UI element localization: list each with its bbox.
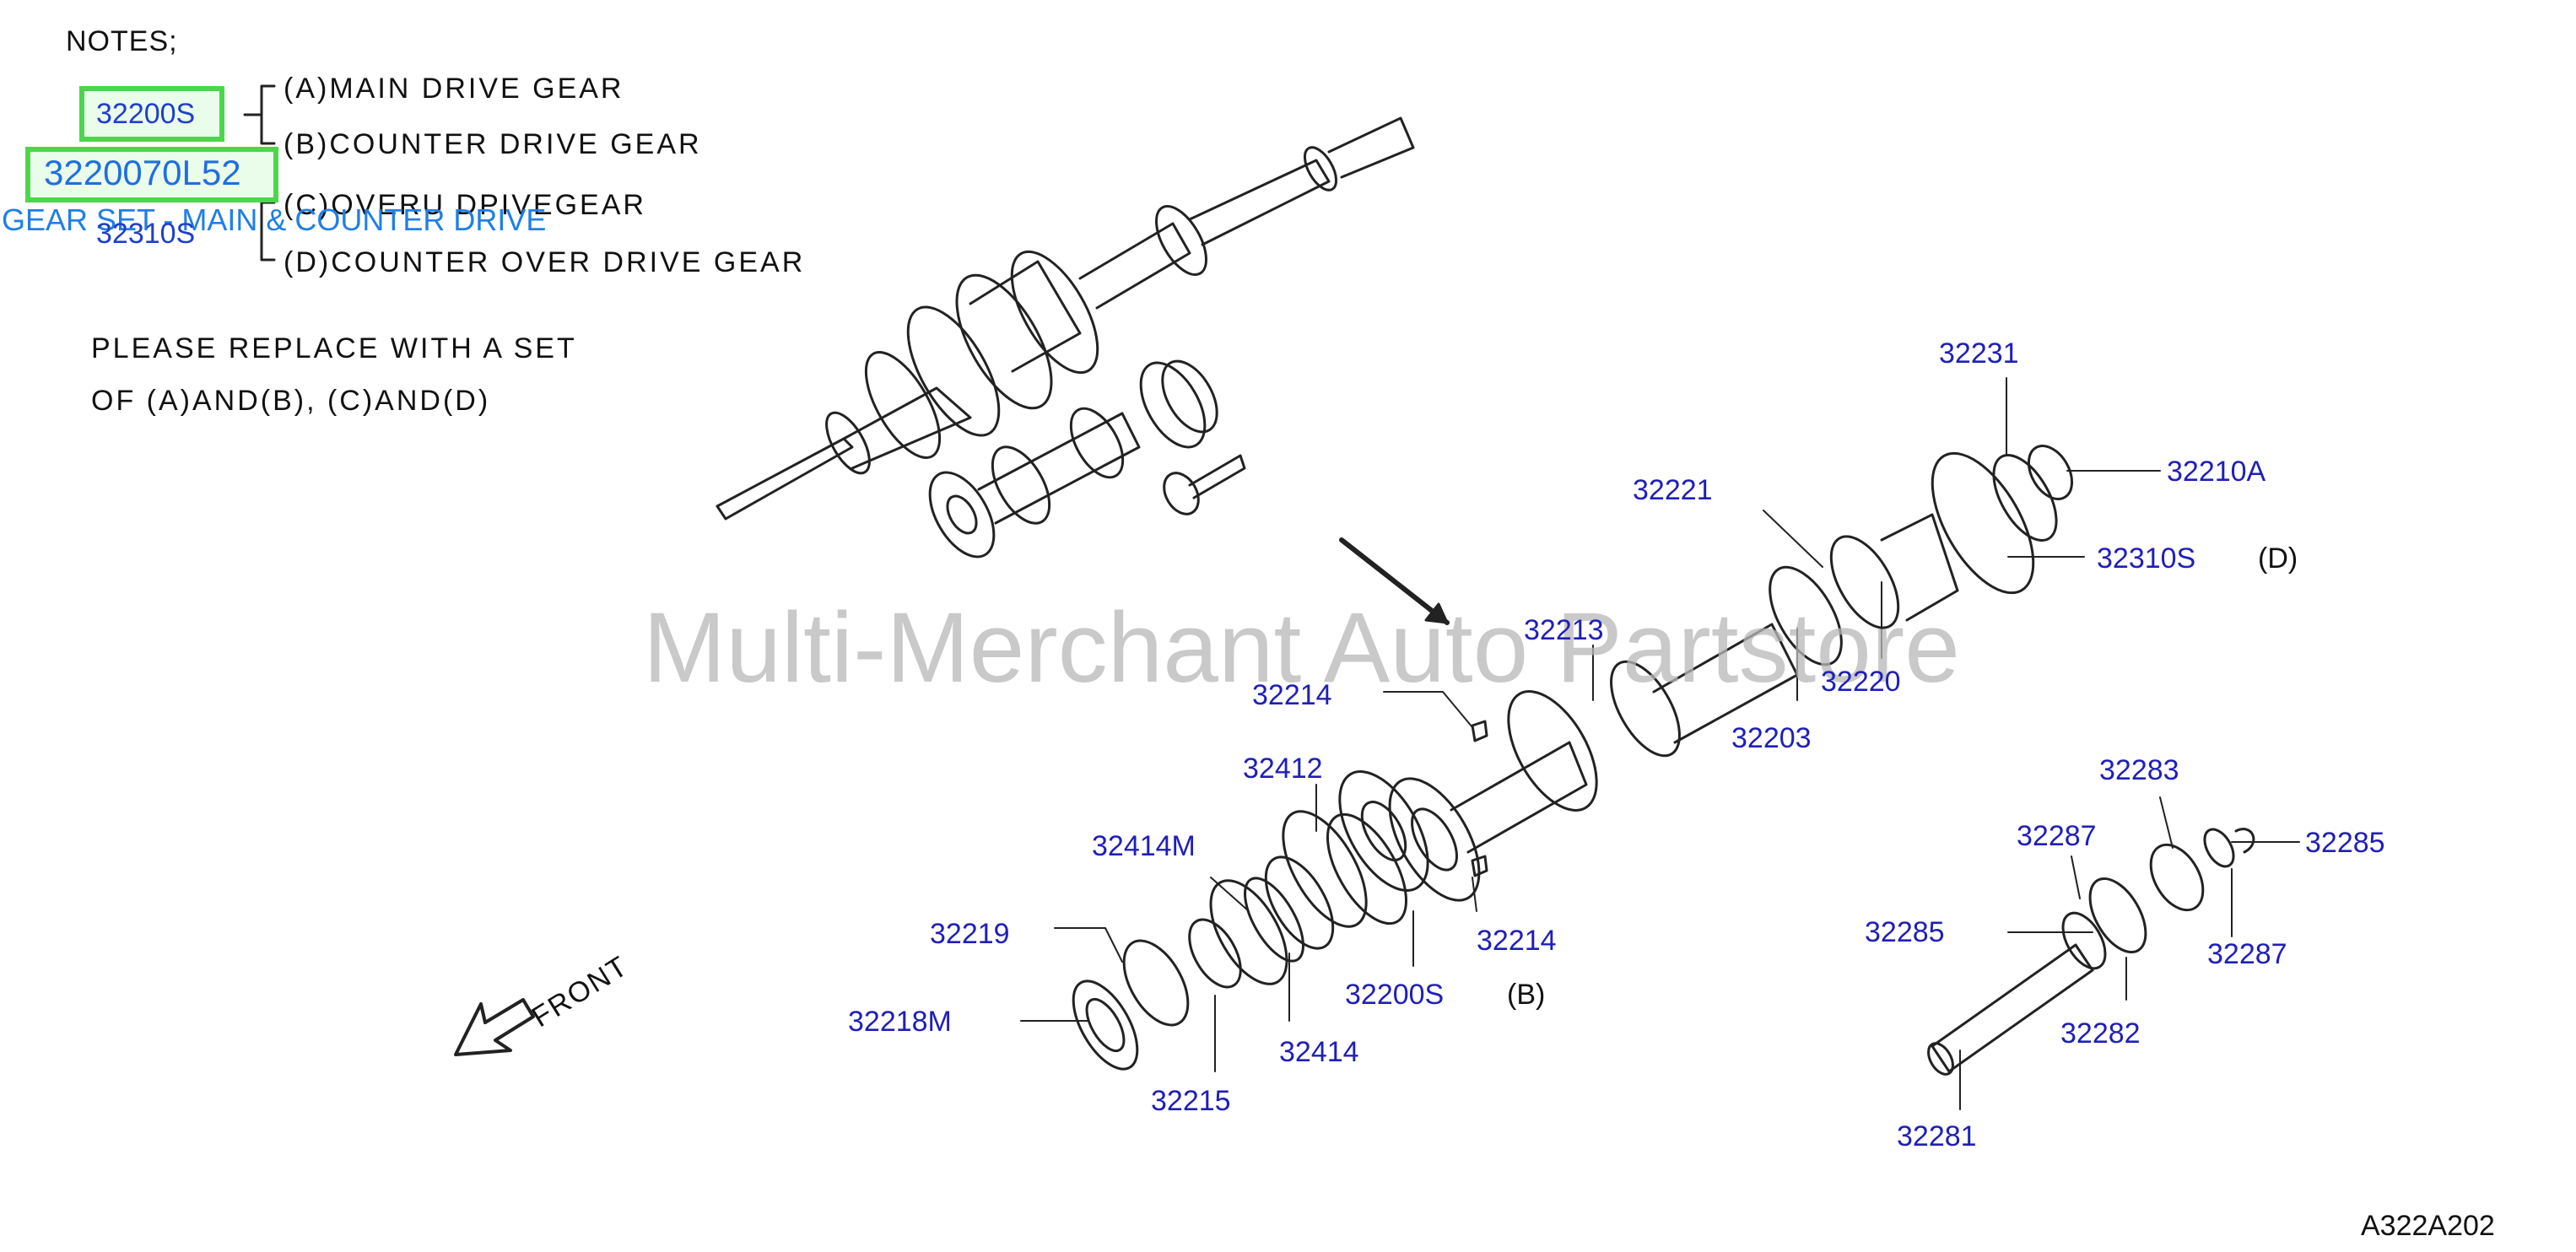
assembled-mainshaft-drawing xyxy=(716,116,1415,521)
note-line-c: (C)OVERU DPIVEGEAR xyxy=(284,189,646,221)
callout-32200S[interactable]: 32200S xyxy=(1345,979,1445,1011)
callout-32414[interactable]: 32414 xyxy=(1279,1036,1359,1068)
front-direction-arrow xyxy=(454,998,535,1056)
callout-32210A[interactable]: 32210A xyxy=(2167,456,2266,488)
note-bracket-upper xyxy=(243,84,276,145)
note-bracket-lower xyxy=(260,201,276,262)
callout-32412[interactable]: 32412 xyxy=(1243,753,1323,785)
callout-32310S[interactable]: 32310S xyxy=(2097,542,2196,575)
pointer-arrow-drawing xyxy=(1339,537,1450,625)
callout-32221[interactable]: 32221 xyxy=(1633,474,1713,506)
exploded-countershaft-drawing xyxy=(1927,828,2255,1076)
front-bearing-set-drawing xyxy=(1209,777,1481,985)
exploded-mainshaft-drawing xyxy=(1072,445,2074,1071)
callout-32218M[interactable]: 32218M xyxy=(848,1006,952,1038)
set-tag-b: (B) xyxy=(1507,979,1546,1011)
callout-32282[interactable]: 32282 xyxy=(2060,1017,2141,1050)
callout-32215[interactable]: 32215 xyxy=(1151,1085,1231,1117)
callout-32287-left[interactable]: 32287 xyxy=(2017,820,2097,852)
highlight-code-c: 32310S xyxy=(96,218,196,250)
leader-lines xyxy=(1020,377,2300,1110)
diagram-reference-code: A322A202 xyxy=(2361,1210,2495,1242)
callout-32231[interactable]: 32231 xyxy=(1939,337,2019,370)
callout-32414M[interactable]: 32414M xyxy=(1092,830,1196,862)
callout-32285-right[interactable]: 32285 xyxy=(2305,827,2385,859)
callout-32287-right[interactable]: 32287 xyxy=(2207,938,2287,970)
highlight-code-a[interactable]: 32200S xyxy=(96,98,196,130)
note-line-b: (B)COUNTER DRIVE GEAR xyxy=(284,128,702,160)
callout-32285-left[interactable]: 32285 xyxy=(1865,916,1945,948)
note-replace-line-2: OF (A)AND(B), (C)AND(D) xyxy=(91,385,491,417)
countershaft-cluster-drawing xyxy=(928,359,1246,559)
highlight-part-number[interactable]: 3220070L52 xyxy=(44,153,241,192)
callout-32220[interactable]: 32220 xyxy=(1821,666,1901,698)
callout-32281[interactable]: 32281 xyxy=(1897,1120,1977,1152)
callout-32213[interactable]: 32213 xyxy=(1524,614,1604,646)
highlight-box-code-a[interactable] xyxy=(79,86,224,142)
callout-32214-lower[interactable]: 32214 xyxy=(1477,925,1557,957)
callout-32219[interactable]: 32219 xyxy=(930,918,1010,950)
callout-32203[interactable]: 32203 xyxy=(1731,722,1812,754)
set-tag-d: (D) xyxy=(2258,542,2298,575)
callout-32214-upper[interactable]: 32214 xyxy=(1252,679,1332,711)
watermark-text: Multi-Merchant Auto Partstore xyxy=(643,592,1960,704)
note-line-d: (D)COUNTER OVER DRIVE GEAR xyxy=(284,246,806,278)
highlight-box-part-number[interactable] xyxy=(25,147,278,202)
callout-32283[interactable]: 32283 xyxy=(2099,754,2179,786)
note-replace-line-1: PLEASE REPLACE WITH A SET xyxy=(91,332,577,364)
note-line-a: (A)MAIN DRIVE GEAR xyxy=(284,73,624,105)
highlight-part-description[interactable]: GEAR SET - MAIN & COUNTER DRIVE xyxy=(2,202,547,237)
notes-heading: NOTES; xyxy=(66,25,178,57)
